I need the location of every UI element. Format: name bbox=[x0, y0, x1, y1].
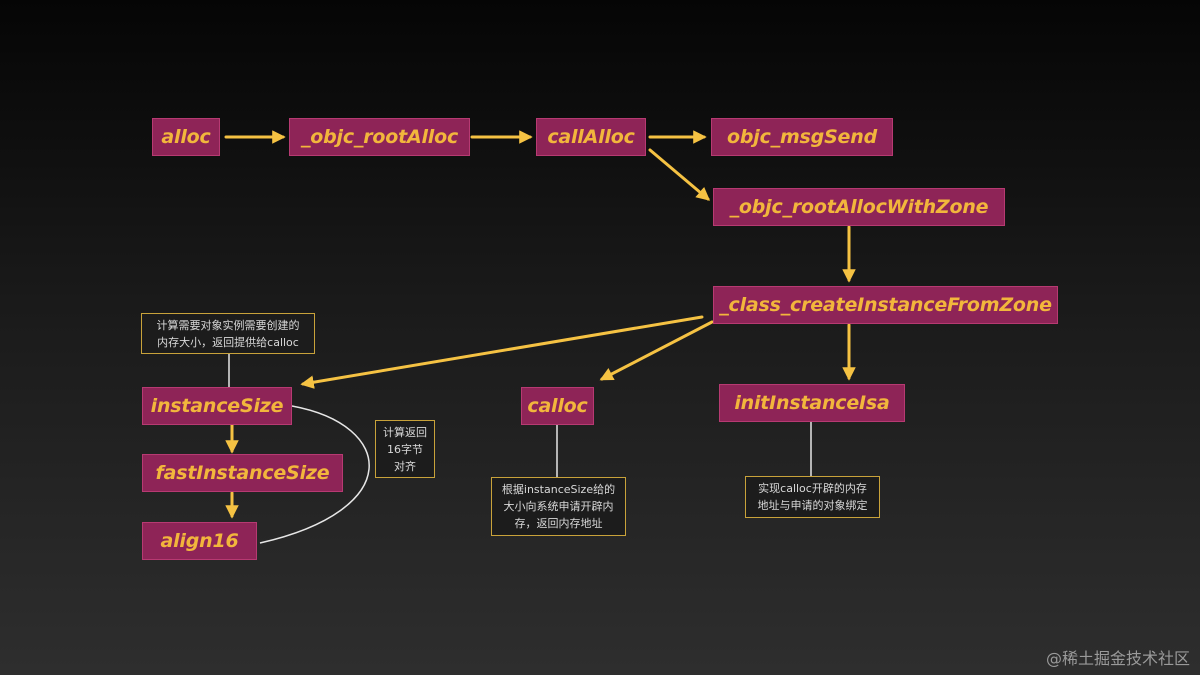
node-initinstanceisa: initInstanceIsa bbox=[719, 384, 905, 422]
node-callalloc: callAlloc bbox=[536, 118, 646, 156]
node-class-createinstancefromzone: _class_createInstanceFromZone bbox=[713, 286, 1058, 324]
note-calloc: 根据instanceSize给的 大小向系统申请开辟内 存，返回内存地址 bbox=[491, 477, 626, 536]
note-calloc-line1: 根据instanceSize给的 bbox=[501, 483, 616, 496]
node-fastinstancesize: fastInstanceSize bbox=[142, 454, 343, 492]
node-align16: align16 bbox=[142, 522, 257, 560]
note-align16-line2: 16字节 bbox=[387, 442, 423, 456]
arrow-createinstance-to-calloc bbox=[599, 320, 714, 381]
bracket-curve-instancesize-align16 bbox=[259, 405, 370, 544]
note-instancesize-line1: 计算需要对象实例需要创建的 bbox=[156, 318, 300, 332]
arrow-createinstance-to-instancesize bbox=[300, 315, 704, 389]
note-align16: 计算返回 16字节 对齐 bbox=[375, 420, 435, 478]
note-calloc-line3: 存，返回内存地址 bbox=[514, 517, 603, 530]
node-objc-rootalloc: _objc_rootAlloc bbox=[289, 118, 470, 156]
note-instancesize: 计算需要对象实例需要创建的 内存大小，返回提供给calloc bbox=[141, 313, 315, 354]
node-objc-msgsend: objc_msgSend bbox=[711, 118, 893, 156]
arrow-callalloc-to-rootallocwithzone bbox=[648, 148, 711, 201]
node-calloc: calloc bbox=[521, 387, 594, 425]
note-initisa-line1: 实现calloc开辟的内存 bbox=[758, 482, 867, 495]
watermark: @稀土掘金技术社区 bbox=[1045, 649, 1190, 668]
note-align16-line1: 计算返回 bbox=[383, 425, 427, 439]
note-align16-line3: 对齐 bbox=[394, 459, 416, 473]
note-initinstanceisa: 实现calloc开辟的内存 地址与申请的对象绑定 bbox=[745, 476, 880, 518]
node-alloc: alloc bbox=[152, 118, 220, 156]
node-instancesize: instanceSize bbox=[142, 387, 292, 425]
node-objc-rootallocwithzone: _objc_rootAllocWithZone bbox=[713, 188, 1005, 226]
note-instancesize-line2: 内存大小，返回提供给calloc bbox=[157, 335, 299, 349]
note-initisa-line2: 地址与申请的对象绑定 bbox=[757, 499, 868, 512]
note-calloc-line2: 大小向系统申请开辟内 bbox=[503, 500, 614, 513]
